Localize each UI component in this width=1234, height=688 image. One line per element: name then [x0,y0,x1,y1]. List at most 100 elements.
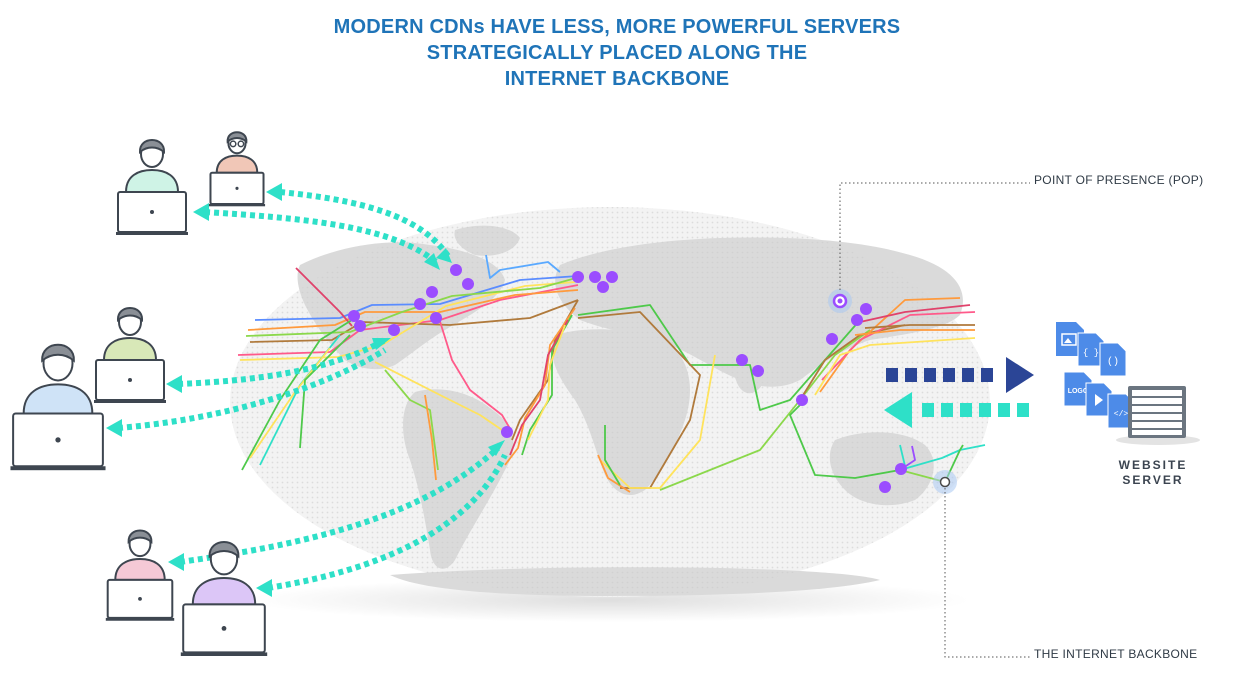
server-label-line-2: SERVER [1122,473,1184,487]
world-map [230,207,990,622]
pop-dot [450,264,462,276]
cable [424,394,437,481]
user-with-laptop [116,139,188,235]
pop-dot [826,333,838,345]
arrowhead [166,375,182,393]
cable [237,284,579,356]
cable [295,267,353,327]
title-line-2: STRATEGICALLY PLACED ALONG THE [426,42,808,64]
arrowhead [106,419,122,437]
arrowhead [168,553,184,571]
cable [374,361,503,431]
pop-dot [388,324,400,336]
pop-dot [851,314,863,326]
pop-dot [895,463,907,475]
user-icon [124,139,180,193]
title-line-3: INTERNET BACKBONE [504,68,730,90]
cable [299,334,351,449]
cable [527,324,566,441]
cable [604,425,621,486]
logo-glyph: LOGO [1068,388,1089,395]
arrowhead [193,203,209,221]
cable [437,314,513,433]
code-glyph: </> [1114,410,1129,419]
pop-dot [572,271,584,283]
pop-dot [589,271,601,283]
arrowhead [488,440,505,456]
parens-glyph: () [1107,356,1119,368]
user-icon [191,541,257,606]
pop-dot [348,310,360,322]
server-icon [1116,386,1200,445]
cable [384,369,439,471]
cable [249,299,579,343]
cable [819,297,961,393]
arrow-left-icon [884,392,1029,428]
cable [899,444,986,471]
pop-highlight [828,289,852,313]
server-traffic [884,357,1034,428]
pop-dot [736,354,748,366]
pop-dot [462,278,474,290]
cable [577,304,861,411]
pop-dot [501,426,513,438]
pop-dot [606,271,618,283]
pop-dot [414,298,426,310]
laptop-icon [180,603,268,656]
user-with-laptop [180,541,268,656]
traffic-path [117,347,387,431]
laptop-icon [105,578,175,621]
backbone-node [933,470,957,494]
pop-label: POINT OF PRESENCE (POP) [1034,173,1204,187]
pop-dot [752,365,764,377]
arrowhead [256,579,272,597]
user-icon [102,307,158,361]
file-icon [1056,322,1084,356]
user-icon [114,529,166,581]
arrowhead [436,248,452,263]
user-with-laptop [105,529,175,621]
laptop-icon [94,359,166,403]
laptop-icon [208,171,266,207]
backbone-label: THE INTERNET BACKBONE [1034,647,1198,661]
user-icon [22,343,94,415]
traffic-path [279,189,451,258]
title-line-1: MODERN CDNs HAVE LESS, MORE POWERFUL SER… [333,16,901,38]
cable [899,444,906,467]
leader-lines [839,182,1030,658]
cable [859,304,971,323]
pop-dot [430,312,442,324]
server-label-line-1: WEBSITE [1118,458,1188,472]
cable [854,329,975,336]
braces-glyph: { } [1083,348,1099,358]
arrow-right-icon [886,357,1034,393]
arrowheads [106,183,505,597]
diagram-title: MODERN CDNs HAVE LESS, MORE POWERFUL SER… [0,14,1234,92]
arrowhead [266,183,282,201]
traffic-path [267,453,508,591]
user-with-laptop [208,131,266,207]
user-with-laptop [10,343,106,471]
arrowhead [424,253,440,270]
pop-dot [879,481,891,493]
cable [504,307,576,466]
traffic-path [204,209,438,265]
cable [254,275,579,321]
arrowhead [372,338,391,350]
pop-dots [348,264,907,493]
website-server-label: WEBSITE SERVER [1108,458,1198,488]
pop-dot [354,320,366,332]
cable [814,337,976,396]
backbone-leader [944,488,1030,658]
internet-backbone-cables [237,254,986,493]
cable [599,354,716,489]
laptop-icon [116,191,188,235]
pop-dot [597,281,609,293]
pop-dot [796,394,808,406]
website-files: { } () LOGO </> [1056,322,1135,429]
cable [789,404,901,479]
user-with-laptop [94,307,166,403]
cable [521,314,573,456]
file-icon: () [1099,342,1127,377]
